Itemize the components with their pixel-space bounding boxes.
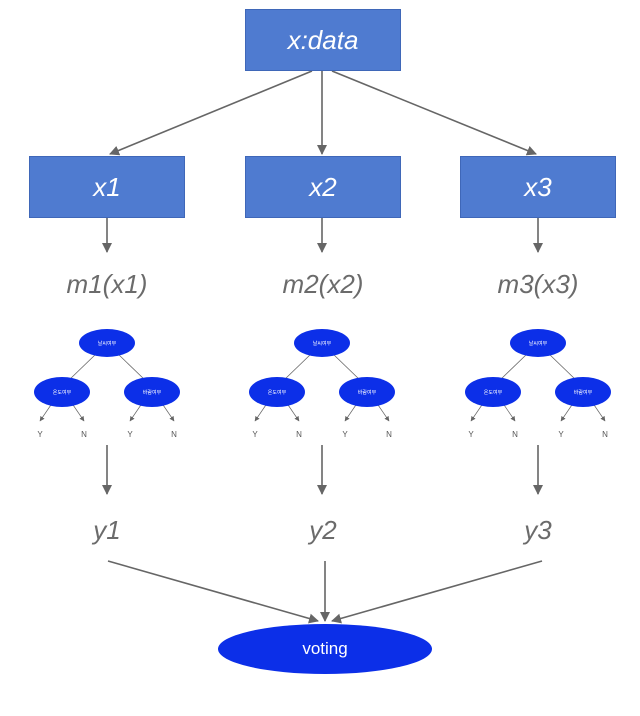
tree-root-node: [510, 329, 566, 357]
arrow-root-to-x1: [109, 70, 313, 156]
arrow-y3-to-voting: [331, 560, 543, 624]
tree-leaf-label: Y: [37, 430, 43, 439]
tree-right-node: [339, 377, 395, 407]
tree-leaf-label: Y: [558, 430, 564, 439]
output-label-y2: y2: [309, 515, 337, 545]
connector-arrows: [102, 70, 543, 624]
tree-edge: [67, 352, 98, 382]
voting-node: voting: [218, 624, 432, 674]
tree-edge: [282, 352, 313, 382]
tree-left-label: 온도여부: [268, 389, 287, 396]
tree-edge: [547, 352, 578, 382]
output-label-y3: y3: [524, 515, 552, 545]
output-label-y1: y1: [93, 515, 121, 545]
tree-leaf-label: N: [386, 430, 392, 439]
tree-left-node: [465, 377, 521, 407]
tree-right-label: 바람여부: [574, 389, 593, 396]
tree-root-label: 날씨여부: [313, 340, 332, 347]
arrow-root-to-x3: [331, 70, 537, 156]
tree-leaf-label: Y: [342, 430, 348, 439]
tree-edge: [331, 352, 362, 382]
tree-root-node: [294, 329, 350, 357]
tree-leaf-label: Y: [468, 430, 474, 439]
tree-edge: [498, 352, 529, 382]
tree-root-label: 날씨여부: [529, 340, 548, 347]
model-label-m1: m1(x1): [66, 269, 148, 299]
tree-edge: [116, 352, 147, 382]
tree-leaf-label: N: [602, 430, 608, 439]
model-label-m3: m3(x3): [497, 269, 579, 299]
tree-leaf-label: Y: [127, 430, 133, 439]
tree-leaf-label: N: [81, 430, 87, 439]
tree-left-node: [34, 377, 90, 407]
tree-right-node: [124, 377, 180, 407]
tree-leaf-label: N: [296, 430, 302, 439]
tree-left-label: 온도여부: [484, 389, 503, 396]
tree-leaf-label: N: [512, 430, 518, 439]
tree-root-node: [79, 329, 135, 357]
tree-right-label: 바람여부: [358, 389, 377, 396]
tree-root-label: 날씨여부: [98, 340, 117, 347]
input-box-x3: x3: [460, 156, 616, 218]
tree-right-node: [555, 377, 611, 407]
input-box-x2: x2: [245, 156, 401, 218]
tree-right-label: 바람여부: [143, 389, 162, 396]
input-box-x1: x1: [29, 156, 185, 218]
tree-leaf-label: N: [171, 430, 177, 439]
root-data-box: x:data: [245, 9, 401, 71]
tree-leaf-label: Y: [252, 430, 258, 439]
model-label-m2: m2(x2): [282, 269, 364, 299]
tree-left-label: 온도여부: [53, 389, 72, 396]
arrow-y1-to-voting: [107, 560, 319, 624]
tree-left-node: [249, 377, 305, 407]
